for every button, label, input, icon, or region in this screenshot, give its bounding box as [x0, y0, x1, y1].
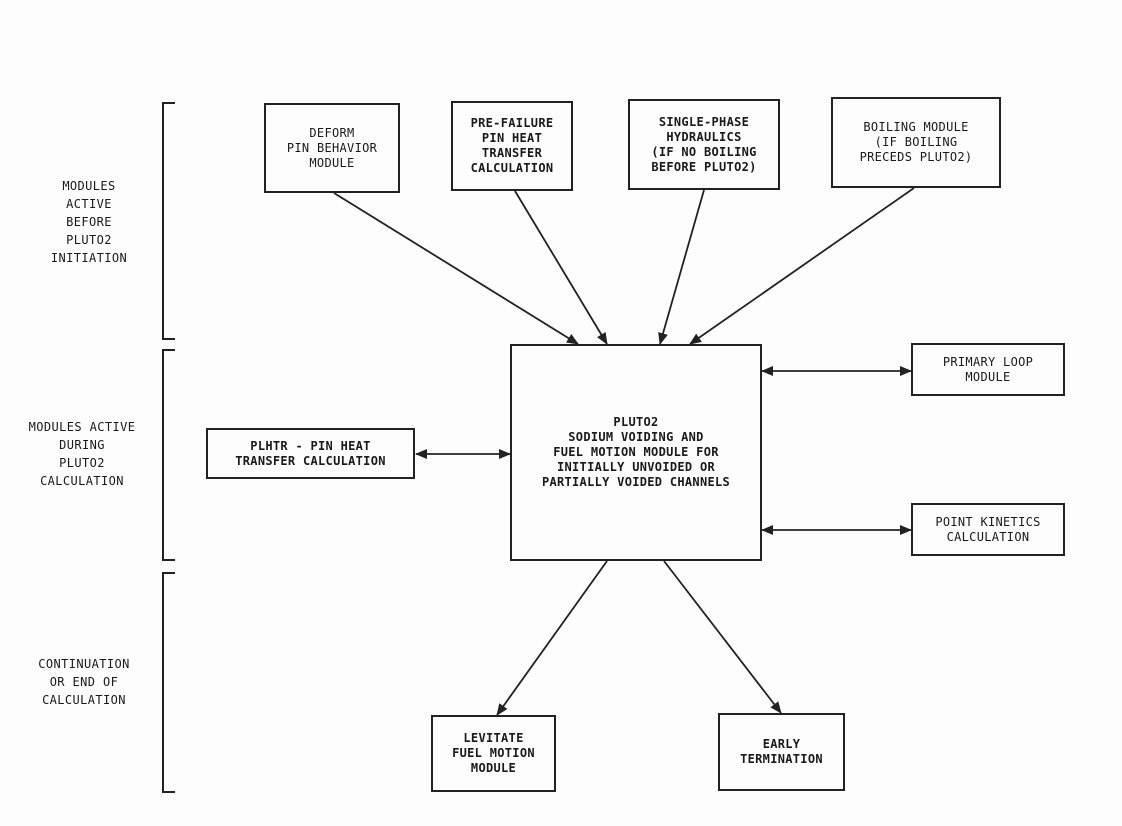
singlephase-box: SINGLE-PHASE HYDRAULICS (IF NO BOILING B…	[628, 99, 780, 190]
point-kinetics-box: POINT KINETICS CALCULATION	[911, 503, 1065, 556]
primary-loop-label: PRIMARY LOOP MODULE	[942, 354, 1034, 384]
boiling-module-label: BOILING MODULE (IF BOILING PRECEDS PLUTO…	[859, 120, 973, 164]
section-label-end: CONTINUATION OR END OF CALCULATION	[38, 657, 130, 707]
deform-module-label: DEFORM PIN BEHAVIOR MODULE	[286, 125, 378, 170]
bracket-during	[162, 349, 175, 561]
arrow-pluto2-to-early	[663, 560, 782, 714]
bracket-end	[162, 572, 175, 793]
prefailure-label: PRE-FAILURE PIN HEAT TRANSFER CALCULATIO…	[470, 116, 554, 175]
arrow-deform-to-pluto2	[333, 192, 579, 345]
prefailure-box: PRE-FAILURE PIN HEAT TRANSFER CALCULATIO…	[451, 101, 573, 191]
boiling-module-box: BOILING MODULE (IF BOILING PRECEDS PLUTO…	[831, 97, 1001, 188]
pluto2-box: PLUTO2 SODIUM VOIDING AND FUEL MOTION MO…	[510, 344, 762, 561]
early-termination-label: EARLY TERMINATION	[740, 737, 823, 766]
early-termination-box: EARLY TERMINATION	[718, 713, 845, 791]
levitate-label: LEVITATE FUEL MOTION MODULE	[452, 731, 535, 775]
pluto2-label: PLUTO2 SODIUM VOIDING AND FUEL MOTION MO…	[541, 415, 731, 489]
singlephase-label: SINGLE-PHASE HYDRAULICS (IF NO BOILING B…	[651, 114, 757, 174]
section-label-during: MODULES ACTIVE DURING PLUTO2 CALCULATION	[28, 420, 136, 488]
plhtr-box: PLHTR - PIN HEAT TRANSFER CALCULATION	[206, 428, 415, 479]
bracket-before	[162, 102, 175, 340]
arrow-singlephase-to-pluto2	[658, 189, 705, 345]
arrow-boiling-to-pluto2	[689, 187, 915, 345]
point-kinetics-label: POINT KINETICS CALCULATION	[935, 514, 1041, 544]
section-label-before: MODULES ACTIVE BEFORE PLUTO2 INITIATION	[50, 179, 128, 265]
arrow-pluto2-to-levitate	[496, 560, 608, 716]
levitate-box: LEVITATE FUEL MOTION MODULE	[431, 715, 556, 792]
primary-loop-box: PRIMARY LOOP MODULE	[911, 343, 1065, 396]
deform-module-box: DEFORM PIN BEHAVIOR MODULE	[264, 103, 400, 193]
arrow-prefailure-to-pluto2	[514, 190, 608, 345]
plhtr-label: PLHTR - PIN HEAT TRANSFER CALCULATION	[235, 438, 386, 468]
